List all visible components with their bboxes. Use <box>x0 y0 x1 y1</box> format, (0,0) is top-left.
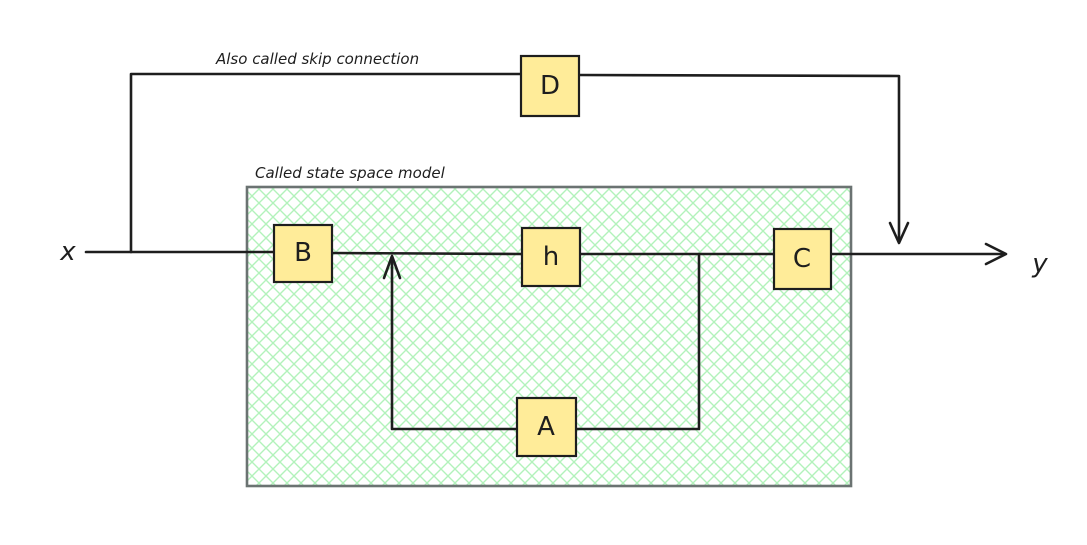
block-b: B <box>272 223 334 284</box>
output-arrowhead <box>984 242 1008 266</box>
block-h-box <box>520 226 582 288</box>
block-b-box <box>272 223 334 284</box>
state-space-model-annotation: Called state space model <box>255 164 446 182</box>
block-d-box <box>519 54 581 118</box>
block-b-label: B <box>294 238 312 268</box>
block-h-label: h <box>543 242 559 272</box>
wire-a-to-sum <box>390 255 519 431</box>
input-label-x: x <box>59 237 76 267</box>
wire-b-to-h <box>330 251 524 256</box>
block-c: C <box>772 227 833 291</box>
output-label-y: y <box>1031 249 1048 279</box>
block-h: h <box>520 226 582 288</box>
main-signal-path <box>84 242 1008 266</box>
wire-x-to-d <box>129 72 523 254</box>
skip-connection-path <box>129 72 910 254</box>
wire-h-to-a <box>574 252 701 431</box>
skip-connection-annotation: Also called skip connection <box>215 50 419 68</box>
block-c-label: C <box>793 244 811 274</box>
wire-d-to-sum <box>577 73 901 244</box>
skip-arrowhead <box>888 221 910 245</box>
block-c-box <box>772 227 833 291</box>
block-d-label: D <box>540 71 560 101</box>
feedback-loop-path <box>382 252 701 431</box>
feedback-arrowhead <box>382 254 402 280</box>
block-a: A <box>515 396 578 458</box>
block-d: D <box>519 54 581 118</box>
block-a-label: A <box>537 412 555 442</box>
block-a-box <box>515 396 578 458</box>
